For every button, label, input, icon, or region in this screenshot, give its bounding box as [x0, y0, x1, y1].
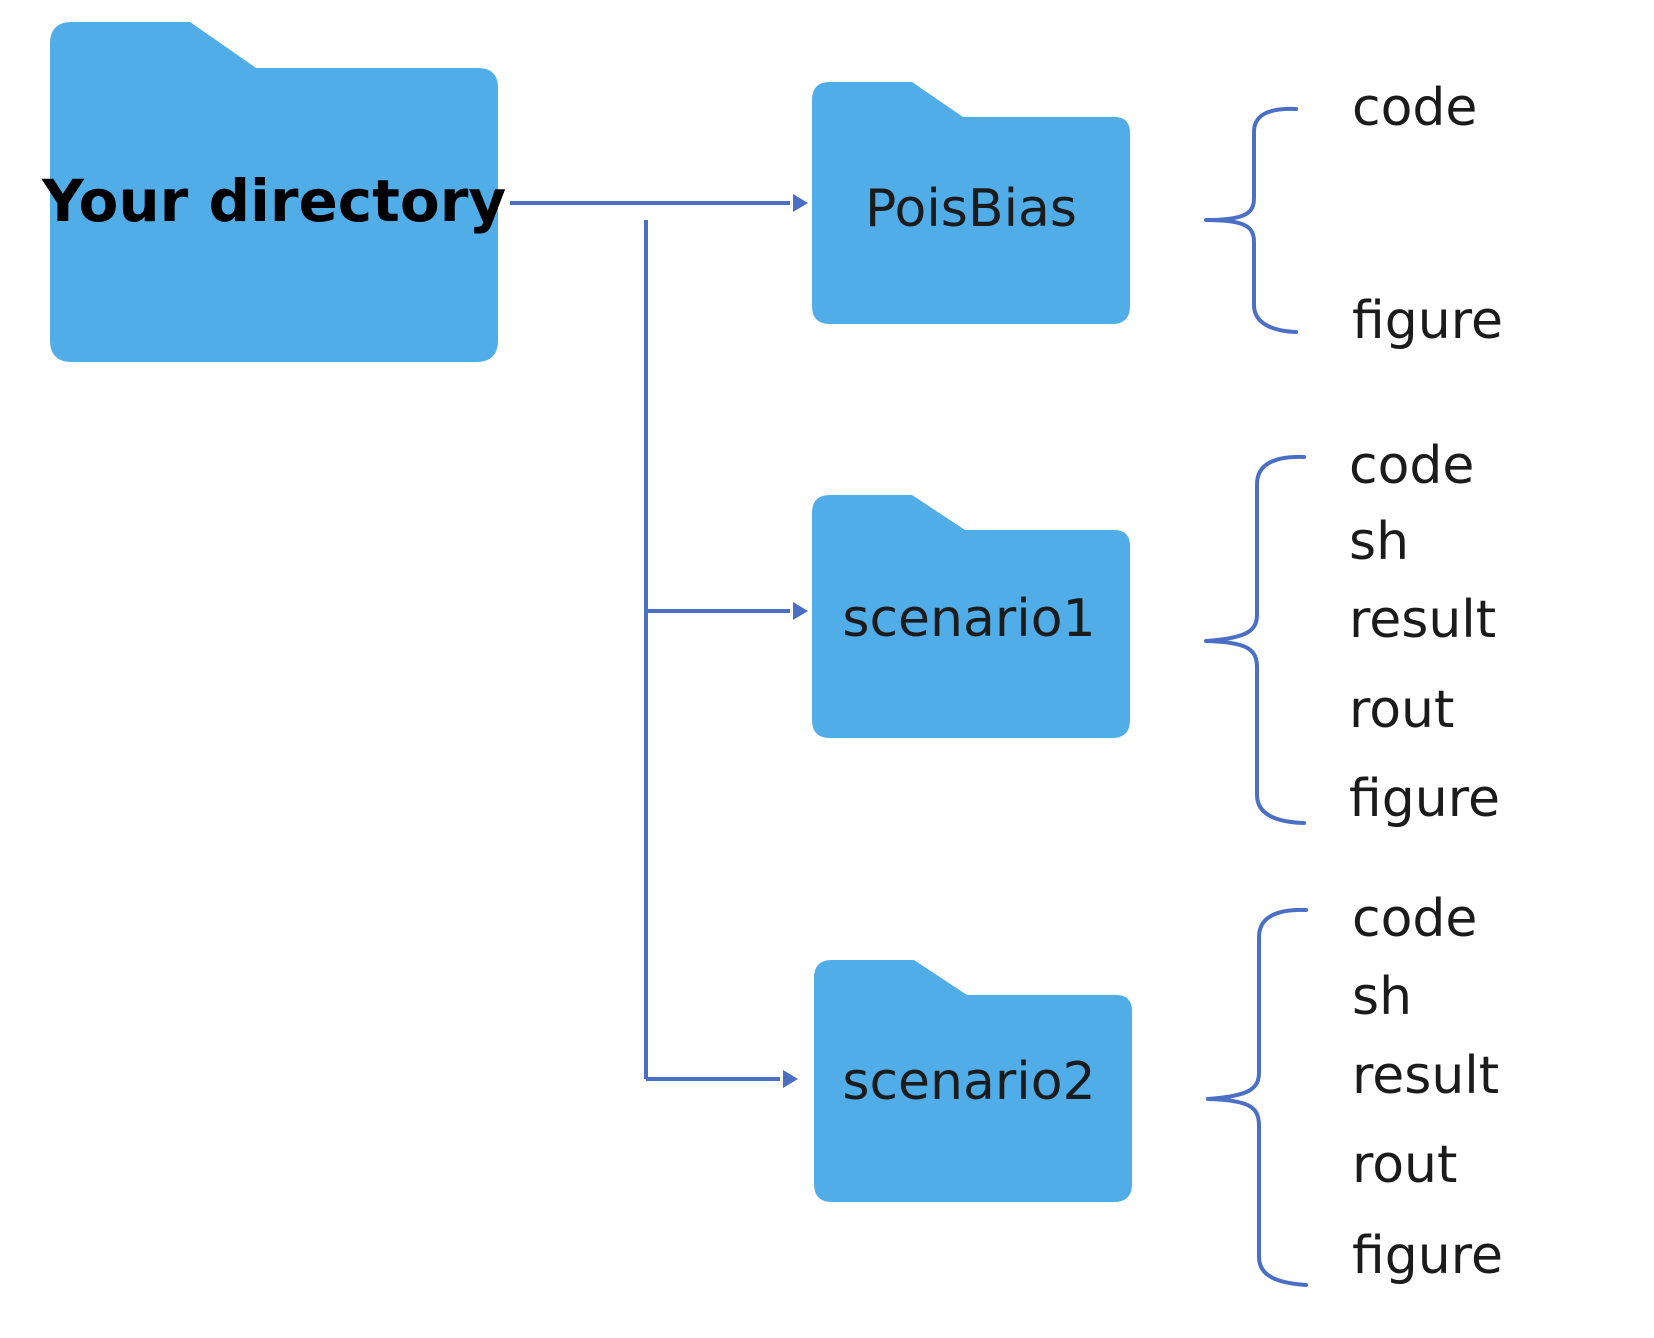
poisbias-contents: code figure — [1352, 78, 1503, 351]
folder-poisbias: PoisBias — [812, 82, 1130, 324]
folder-scenario1-icon — [812, 495, 1130, 738]
scenario1-content-figure: figure — [1349, 769, 1500, 829]
arrowhead-poisbias — [793, 194, 808, 212]
root-folder-label: Your directory — [41, 167, 506, 235]
content-braces — [1204, 106, 1308, 1287]
folder-scenario2-label: scenario2 — [842, 1052, 1095, 1112]
brace-poisbias — [1204, 106, 1298, 334]
arrowhead-scenario1 — [793, 602, 808, 620]
poisbias-content-code: code — [1352, 78, 1477, 138]
folder-scenario2-icon — [814, 960, 1132, 1202]
poisbias-content-figure: figure — [1352, 291, 1503, 351]
folder-poisbias-label: PoisBias — [865, 179, 1077, 239]
scenario1-content-rout: rout — [1349, 680, 1454, 740]
folder-scenario2: scenario2 — [814, 960, 1132, 1202]
arrowhead-scenario2 — [783, 1070, 798, 1088]
scenario1-content-code: code — [1349, 436, 1474, 496]
folder-poisbias-icon — [812, 82, 1130, 324]
folder-scenario1-label: scenario1 — [842, 589, 1095, 649]
root-folder: Your directory — [41, 22, 506, 362]
folder-scenario1: scenario1 — [812, 495, 1130, 738]
scenario2-contents: code sh result rout figure — [1352, 889, 1503, 1286]
scenario1-content-result: result — [1349, 590, 1496, 650]
scenario2-content-sh: sh — [1352, 967, 1412, 1027]
root-folder-icon — [50, 22, 498, 362]
scenario2-content-rout: rout — [1352, 1135, 1457, 1195]
scenario2-content-code: code — [1352, 889, 1477, 949]
scenario2-content-result: result — [1352, 1046, 1499, 1106]
scenario1-content-sh: sh — [1349, 512, 1409, 572]
brace-scenario2 — [1206, 907, 1308, 1287]
scenario2-content-figure: figure — [1352, 1226, 1503, 1286]
connector-lines — [510, 194, 808, 1088]
scenario1-contents: code sh result rout figure — [1349, 436, 1500, 829]
brace-scenario1 — [1204, 454, 1306, 825]
